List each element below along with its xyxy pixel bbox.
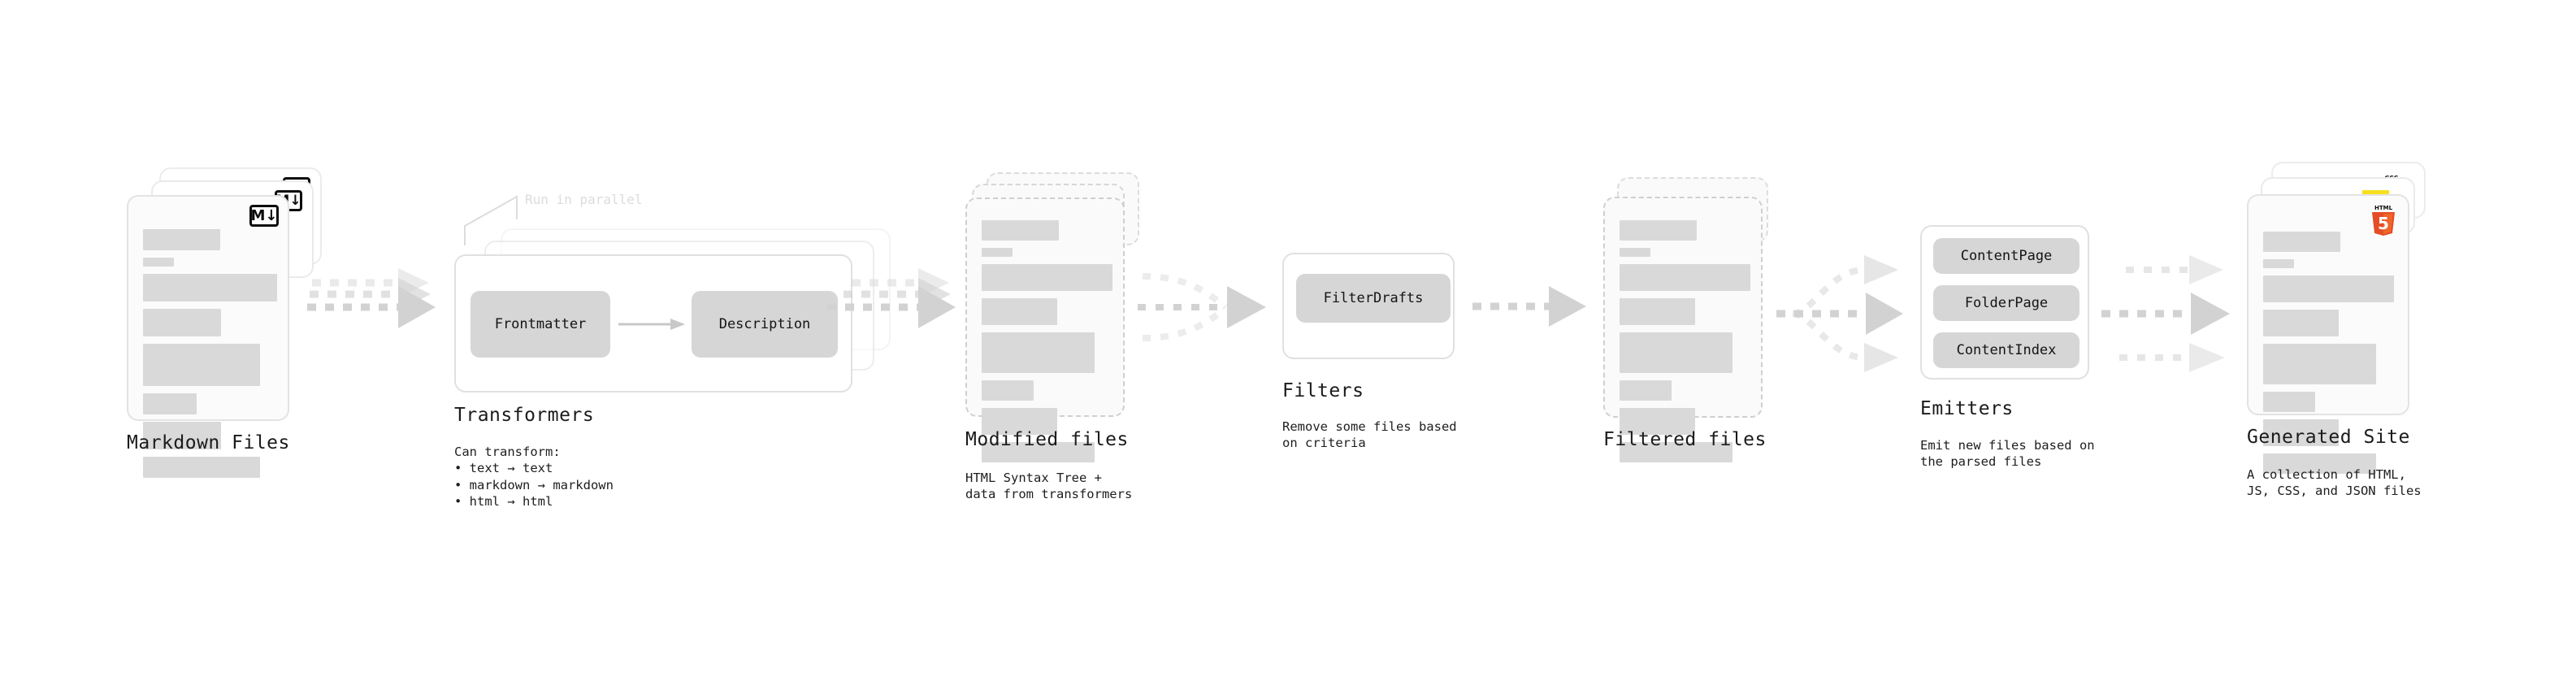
generated-card-front: HTML 5 <box>2247 194 2409 474</box>
transformer-node-description[interactable]: Description <box>692 291 838 358</box>
emitter-node-contentindex[interactable]: ContentIndex <box>1933 332 2079 368</box>
content-bar <box>982 408 1057 435</box>
content-bar <box>2263 344 2376 384</box>
content-bar <box>143 393 197 414</box>
arrow-filtered-to-emitters <box>1776 255 1903 372</box>
arrow-filters-to-filtered <box>1472 286 1586 327</box>
html5-icon: HTML 5 <box>2372 205 2395 236</box>
content-bar <box>2263 259 2294 268</box>
emitter-node-folderpage[interactable]: FolderPage <box>1933 285 2079 321</box>
stage-title-emitters: Emitters <box>1920 398 2014 419</box>
svg-text:5: 5 <box>2378 214 2389 233</box>
content-bar <box>1620 298 1695 325</box>
content-bar <box>2263 232 2340 252</box>
content-bar <box>143 258 174 267</box>
content-bar <box>1620 220 1697 241</box>
stage-title-filters: Filters <box>1282 380 1364 401</box>
content-bar <box>2263 392 2315 412</box>
markdown-card-content <box>143 229 277 485</box>
stage-title-filtered-files: Filtered files <box>1603 429 1767 450</box>
filters-panel: FilterDrafts <box>1282 253 1455 359</box>
arrow-emitters-to-generated <box>2101 255 2230 372</box>
run-in-parallel-label: Run in parallel <box>525 192 643 207</box>
stage-subtitle-generated-site: A collection of HTML, JS, CSS, and JSON … <box>2247 467 2422 499</box>
content-bar <box>982 248 1013 257</box>
transformer-node-frontmatter[interactable]: Frontmatter <box>471 291 610 358</box>
content-bar <box>982 264 1112 291</box>
content-bar <box>143 457 260 478</box>
content-bar <box>982 380 1034 401</box>
stage-title-modified-files: Modified files <box>965 429 1129 450</box>
content-bar <box>143 229 220 250</box>
content-bar <box>1620 408 1695 435</box>
modified-card-front <box>965 197 1125 462</box>
arrow-markdown-to-transformers <box>307 268 436 328</box>
content-bar <box>1620 264 1750 291</box>
content-bar <box>1620 332 1733 373</box>
emitter-node-contentpage[interactable]: ContentPage <box>1933 238 2079 274</box>
arrow-modified-to-filters <box>1138 273 1266 341</box>
emitters-panel: ContentPage FolderPage ContentIndex <box>1920 225 2089 380</box>
content-bar <box>982 332 1095 373</box>
markdown-badge: M↓ <box>249 205 279 227</box>
content-bar <box>143 344 260 386</box>
content-bar <box>1620 380 1672 401</box>
transformer-panel-front: Frontmatter Description <box>454 254 852 393</box>
content-bar <box>982 220 1059 241</box>
arrow-transformers-to-modified <box>827 268 956 328</box>
content-bar <box>2263 310 2339 336</box>
svg-text:HTML: HTML <box>2374 205 2393 211</box>
filtered-card-content <box>1620 220 1750 470</box>
content-bar <box>143 309 221 336</box>
content-bar <box>982 298 1057 325</box>
modified-card-content <box>982 220 1112 470</box>
run-in-parallel-bracket <box>464 195 518 245</box>
stage-subtitle-modified-files: HTML Syntax Tree + data from transformer… <box>965 471 1133 502</box>
stage-title-markdown-files: Markdown Files <box>127 432 290 453</box>
stage-subtitle-filters: Remove some files based on criteria <box>1282 419 1457 451</box>
content-bar <box>143 422 221 449</box>
content-bar <box>2263 419 2339 446</box>
content-bar <box>1620 442 1733 462</box>
stage-title-transformers: Transformers <box>454 405 595 426</box>
stage-title-generated-site: Generated Site <box>2247 427 2410 448</box>
content-bar <box>2263 453 2376 474</box>
content-bar <box>2263 275 2394 302</box>
filtered-card-front <box>1603 197 1763 462</box>
generated-card-content <box>2263 232 2394 481</box>
transformer-flow-arrow <box>618 319 685 330</box>
markdown-card-front: M↓ <box>127 195 289 478</box>
content-bar <box>982 442 1095 462</box>
stage-subtitle-transformers: Can transform: • text → text • markdown … <box>454 445 614 510</box>
content-bar <box>1620 248 1650 257</box>
stage-subtitle-emitters: Emit new files based on the parsed files <box>1920 438 2095 470</box>
content-bar <box>143 274 277 301</box>
filter-node-filterdrafts[interactable]: FilterDrafts <box>1296 274 1451 323</box>
